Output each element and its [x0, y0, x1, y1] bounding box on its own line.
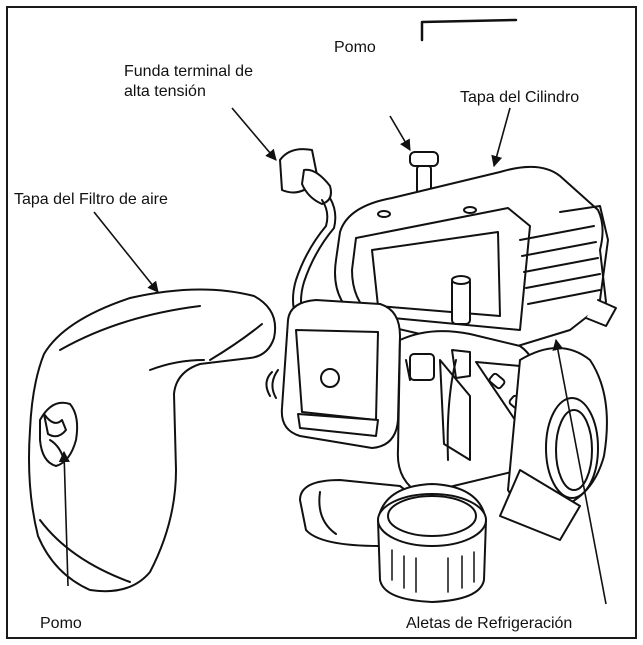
label-pomo-bottom: Pomo: [40, 615, 82, 632]
fan-housing: [499, 347, 608, 541]
spark-plug-cap: [279, 148, 337, 319]
leader-tapa-cilindro: [491, 107, 511, 168]
label-funda-line2: alta tensión: [124, 83, 206, 100]
hex-wrench: [420, 18, 518, 42]
label-tapa-filtro: Tapa del Filtro de aire: [14, 191, 168, 208]
leader-pomo-top: [389, 115, 411, 151]
label-pomo-top: Pomo: [334, 39, 376, 56]
air-filter-cover: [28, 288, 276, 593]
label-aletas: Aletas de Refrigeración: [406, 615, 573, 632]
label-funda-line1: Funda terminal de: [124, 63, 253, 80]
engine-body: [334, 165, 617, 353]
top-knob: [409, 151, 439, 195]
leader-aletas: [552, 338, 607, 605]
leader-tapa-filtro: [93, 211, 159, 293]
label-tapa-cilindro: Tapa del Cilindro: [460, 89, 580, 106]
fuel-cap: [377, 483, 487, 603]
air-box: [265, 299, 401, 449]
leader-pomo-bottom: [58, 450, 70, 587]
leader-funda: [231, 107, 277, 161]
